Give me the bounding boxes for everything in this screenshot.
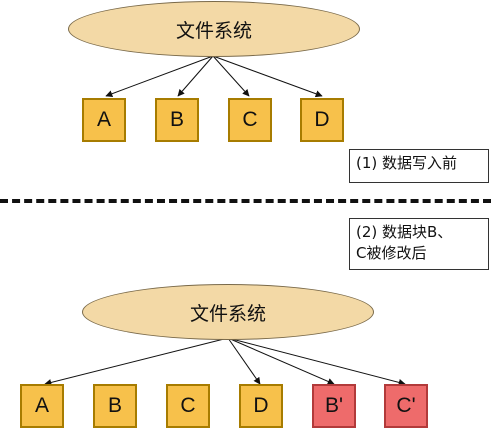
edge-after-a xyxy=(44,337,229,386)
block-before-c: C xyxy=(228,98,272,142)
block-after-c-prime: C' xyxy=(384,384,428,428)
file-system-label: 文件系统 xyxy=(189,302,266,325)
edge-after-d xyxy=(227,337,261,385)
block-before-a: A xyxy=(82,98,126,142)
file-system-node-before: 文件系统 xyxy=(68,1,360,57)
block-after-d: D xyxy=(239,384,283,428)
dashed-divider xyxy=(0,199,491,203)
after-edges xyxy=(44,337,406,386)
block-before-b: B xyxy=(155,98,199,142)
file-system-label: 文件系统 xyxy=(175,19,252,42)
edge-before-a xyxy=(105,55,214,98)
caption-before: (1) 数据写入前 xyxy=(349,149,489,183)
file-system-node-after: 文件系统 xyxy=(82,284,374,340)
caption-after: (2) 数据块B、 C被修改后 xyxy=(349,218,489,270)
edge-before-c xyxy=(212,55,250,97)
edges-layer xyxy=(44,55,406,386)
block-after-b: B xyxy=(93,384,137,428)
edge-after-c-prime xyxy=(227,337,406,386)
block-after-b-prime: B' xyxy=(312,384,356,428)
edge-before-d xyxy=(212,55,323,98)
edge-after-b-prime xyxy=(227,337,335,385)
before-edges xyxy=(105,55,323,98)
block-before-d: D xyxy=(300,98,344,142)
edge-before-b xyxy=(177,55,214,97)
block-after-c: C xyxy=(166,384,210,428)
block-after-a: A xyxy=(20,384,64,428)
